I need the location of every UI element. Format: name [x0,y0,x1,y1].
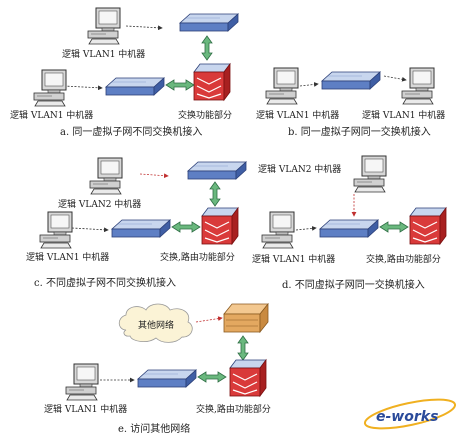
router-icon [193,63,231,101]
pc-label: 逻辑 VLAN1 中机器 [44,403,127,415]
pc-label: 逻辑 VLAN1 中机器 [10,109,93,121]
caption: d. 不同虚拟子网同一交换机接入 [282,278,425,291]
switch-icon [137,369,197,388]
firewall-icon [223,302,269,334]
double-arrow-icon [171,221,201,233]
pc-label: 逻辑 VLAN1 中机器 [252,253,335,265]
router-icon [229,359,267,397]
pc-label: 逻辑 VLAN1 中机器 [362,109,445,121]
link-line [299,82,319,87]
link-line [295,226,317,231]
router-icon [409,207,447,245]
computer-icon [89,157,123,195]
switch-icon [187,161,247,180]
computer-icon [33,69,67,107]
pc-label: 逻辑 VLAN2 中机器 [58,198,141,210]
switch-icon [319,219,379,238]
panel-d: 逻辑 VLAN2 中机器 逻辑 VLAN1 中机器 交换,路由功能部分 d. 不… [252,155,447,291]
caption: e. 访问其他网络 [118,422,190,435]
router-label: 交换,路由功能部分 [196,403,271,415]
pc-label: 逻辑 VLAN2 中机器 [258,163,341,175]
pc-label: 逻辑 VLAN1 中机器 [62,48,145,60]
router-label: 交换,路由功能部分 [160,251,235,263]
link-line [71,227,109,233]
panel-e: 其他网络 逻辑 VLAN1 中机器 交换,路由功能部分 e. 访问其他网络 [44,302,271,435]
computer-icon [401,67,435,105]
switch-icon [179,13,239,32]
e-works-logo: e-works [363,398,457,430]
link-line [125,25,163,31]
double-arrow-icon [237,335,249,361]
double-arrow-icon [379,221,409,233]
double-arrow-icon [201,35,213,61]
switch-icon [105,77,165,96]
caption: a. 同一虚拟子网不同交换机接入 [60,125,202,138]
switch-icon [111,219,171,238]
caption: b. 同一虚拟子网同一交换机接入 [288,125,431,138]
link-line [63,85,103,91]
computer-icon [261,211,295,249]
router-label: 交换功能部分 [178,109,232,121]
router-icon [201,207,239,245]
computer-icon [353,155,387,193]
panel-a: 逻辑 VLAN1 中机器 逻辑 VLAN1 中机器 交换功能部分 a. 同一虚拟… [10,7,239,138]
cloud-label: 其他网络 [138,319,174,331]
logo-text: e-works [376,409,438,425]
double-arrow-icon [165,79,195,91]
panel-b: 逻辑 VLAN1 中机器 逻辑 VLAN1 中机器 b. 同一虚拟子网同一交换机… [256,67,445,138]
computer-icon [65,363,99,401]
pc-label: 逻辑 VLAN1 中机器 [256,109,339,121]
panel-c: 逻辑 VLAN2 中机器 逻辑 VLAN1 中机器 交换,路由功能部分 c. 不… [26,157,247,289]
link-line [383,75,407,82]
double-arrow-icon [209,181,221,207]
link-line [139,173,169,179]
switch-icon [321,71,381,90]
computer-icon [39,211,73,249]
caption: c. 不同虚拟子网不同交换机接入 [34,276,176,289]
link-line [195,316,223,323]
double-arrow-icon [197,371,227,383]
computer-icon [87,7,121,45]
cloud-icon [118,303,193,343]
pc-label: 逻辑 VLAN1 中机器 [26,251,109,263]
router-label: 交换,路由功能部分 [366,253,441,265]
computer-icon [265,67,299,105]
